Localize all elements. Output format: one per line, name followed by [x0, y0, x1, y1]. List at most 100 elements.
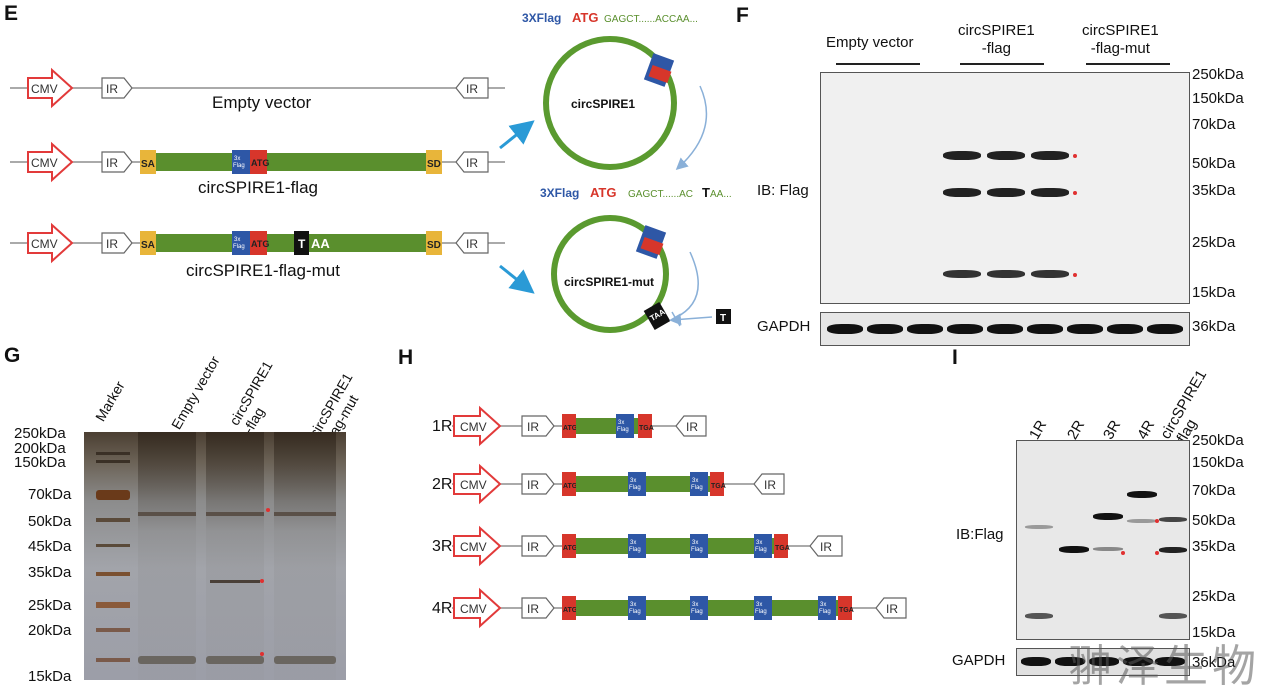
svg-text:IR: IR — [527, 602, 539, 616]
watermark-text: 翀泽生物 — [1068, 641, 1260, 692]
seq2-flag: 3XFlag — [540, 186, 579, 200]
svg-text:CMV: CMV — [460, 478, 487, 492]
svg-text:3x: 3x — [756, 540, 762, 546]
t-insert-box — [716, 309, 731, 324]
f-band — [987, 270, 1025, 278]
svg-text:IR: IR — [527, 420, 539, 434]
svg-text:ATG: ATG — [563, 483, 578, 490]
svg-text:TGA: TGA — [639, 425, 654, 432]
panel-label-e: E — [4, 2, 19, 25]
circ2-label: circSPIRE1-mut — [564, 275, 654, 289]
ir-right-shape — [455, 77, 489, 99]
g-marker: 70kDa — [28, 486, 72, 503]
f-gapdh-marker: 36kDa — [1192, 318, 1236, 335]
svg-text:3x: 3x — [234, 237, 240, 243]
svg-text:1R: 1R — [432, 418, 452, 435]
svg-text:3x: 3x — [692, 602, 698, 608]
f-gapdh-blot — [820, 312, 1190, 346]
svg-text:ATG: ATG — [563, 425, 578, 432]
seq2-atg: ATG — [590, 185, 616, 200]
svg-text:Flag: Flag — [691, 609, 703, 615]
f-band — [943, 270, 981, 278]
f-band — [1031, 151, 1069, 160]
svg-text:3R: 3R — [432, 538, 452, 555]
f-lane-flag: circSPIRE1 -flag — [958, 22, 1035, 57]
label-circspire1-flag: circSPIRE1-flag — [198, 178, 318, 197]
circ-exon-bar — [156, 153, 426, 171]
ir-left-shape — [101, 77, 133, 99]
label-empty-vector: Empty vector — [212, 93, 312, 112]
svg-text:IR: IR — [764, 478, 776, 492]
i-marker: 50kDa — [1192, 512, 1236, 529]
f-band — [987, 151, 1025, 160]
svg-text:IR: IR — [466, 237, 478, 251]
i-gapdh-label: GAPDH — [952, 652, 1006, 669]
seq1-rest: GAGCT......ACCAA... — [604, 14, 698, 25]
panel-label-g: G — [4, 344, 21, 367]
g-marker: 200kDa — [14, 440, 66, 457]
f-star — [1073, 191, 1077, 195]
construct-empty-vector: CMV IR IR — [10, 67, 505, 109]
svg-text:SA: SA — [141, 240, 155, 251]
seq2-t: T — [702, 185, 710, 200]
f-gapdh-label: GAPDH — [757, 318, 811, 335]
i-ib-flag: IB:Flag — [956, 526, 1004, 543]
svg-text:IR: IR — [686, 420, 698, 434]
f-marker: 50kDa — [1192, 155, 1236, 172]
svg-text:Flag: Flag — [629, 547, 641, 553]
svg-text:SD: SD — [427, 159, 441, 170]
cmv-label: CMV — [31, 82, 58, 96]
ir-left-label: IR — [106, 82, 118, 96]
g-silver-gel — [84, 432, 346, 680]
f-marker: 35kDa — [1192, 182, 1236, 199]
circ2-side-arrow — [674, 251, 699, 319]
circ2-ring — [551, 215, 669, 333]
g-marker: 25kDa — [28, 597, 72, 614]
svg-text:Flag: Flag — [755, 609, 767, 615]
f-lane-bar-3 — [1086, 63, 1170, 65]
i-marker: 25kDa — [1192, 588, 1236, 605]
svg-text:Flag: Flag — [629, 485, 641, 491]
panel-label-f: F — [736, 4, 749, 27]
svg-text:4R: 4R — [432, 600, 452, 617]
taa-box — [643, 301, 671, 331]
i-flag-blot — [1016, 440, 1190, 640]
i-marker: 15kDa — [1192, 624, 1236, 641]
f-lane-bar-2 — [960, 63, 1044, 65]
svg-text:3x: 3x — [630, 602, 636, 608]
label-circspire1-flag-mut: circSPIRE1-flag-mut — [186, 261, 340, 280]
g-marker: 150kDa — [14, 454, 66, 471]
f-marker: 15kDa — [1192, 284, 1236, 301]
i-marker: 150kDa — [1192, 454, 1244, 471]
svg-text:ATG: ATG — [563, 607, 578, 614]
svg-text:AA: AA — [311, 236, 330, 251]
svg-text:CMV: CMV — [460, 540, 487, 554]
circ1-label: circSPIRE1 — [571, 97, 635, 111]
svg-text:IR: IR — [527, 540, 539, 554]
i-gapdh-marker: 36kDa — [1192, 654, 1236, 671]
g-marker: 45kDa — [28, 538, 72, 555]
svg-text:Flag: Flag — [691, 547, 703, 553]
f-marker: 250kDa — [1192, 66, 1244, 83]
svg-text:2R: 2R — [432, 476, 452, 493]
svg-text:Flag: Flag — [233, 244, 245, 250]
seq1-atg: ATG — [572, 10, 598, 25]
svg-text:IR: IR — [106, 237, 118, 251]
f-flag-blot — [820, 72, 1190, 304]
g-marker: 250kDa — [14, 425, 66, 442]
t-mutation-box — [294, 231, 309, 255]
svg-text:ATG: ATG — [251, 158, 269, 168]
svg-text:Flag: Flag — [691, 485, 703, 491]
seq2-tail: AA... — [710, 189, 732, 200]
f-band — [1031, 270, 1069, 278]
svg-text:IR: IR — [886, 602, 898, 616]
ir-right-label: IR — [466, 82, 478, 96]
i-marker: 35kDa — [1192, 538, 1236, 555]
g-marker: 50kDa — [28, 513, 72, 530]
f-star — [1073, 273, 1077, 277]
